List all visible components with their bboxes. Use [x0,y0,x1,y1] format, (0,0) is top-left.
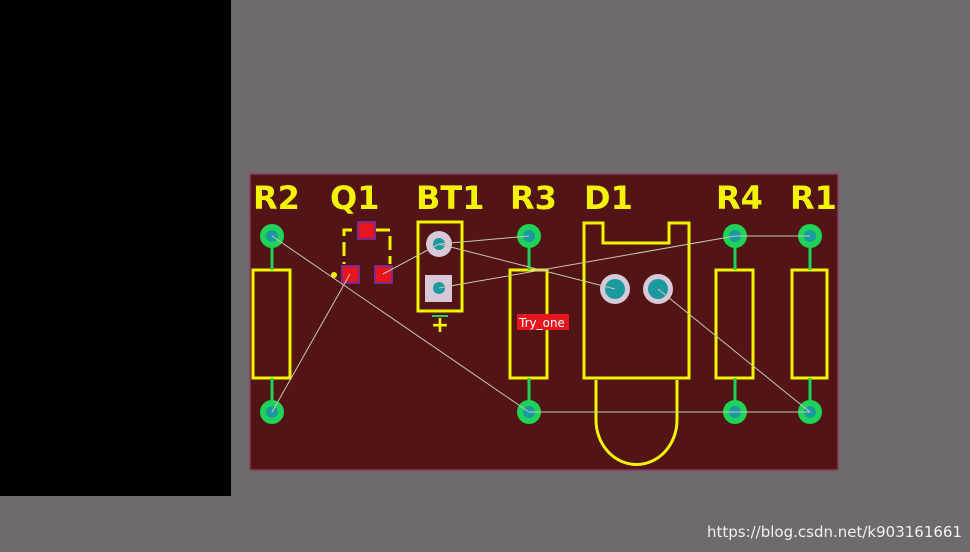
net-label[interactable]: Try_one [517,314,569,330]
bt1-polarity: + [431,313,449,338]
designator-r3[interactable]: R3 [510,179,557,217]
component-q1[interactable] [331,221,393,284]
designator-r1[interactable]: R1 [790,179,837,217]
q1-pad-1[interactable] [357,221,376,240]
q1-pad-3[interactable] [374,265,393,284]
designator-bt1[interactable]: BT1 [416,179,484,217]
ratsnest-lines[interactable] [271,235,811,413]
left-panel [0,0,231,496]
designator-d1[interactable]: D1 [584,179,633,217]
component-d1[interactable] [582,221,691,467]
net-label-text: Try_one [518,316,565,330]
designator-r4[interactable]: R4 [716,179,763,217]
watermark: https://blog.csdn.net/k903161661 [706,523,962,541]
resistor-leads [270,245,812,402]
designator-q1[interactable]: Q1 [330,179,379,217]
designator-r2[interactable]: R2 [253,179,300,217]
q1-pad-2[interactable] [341,265,360,284]
q1-pin1-marker [331,272,337,278]
